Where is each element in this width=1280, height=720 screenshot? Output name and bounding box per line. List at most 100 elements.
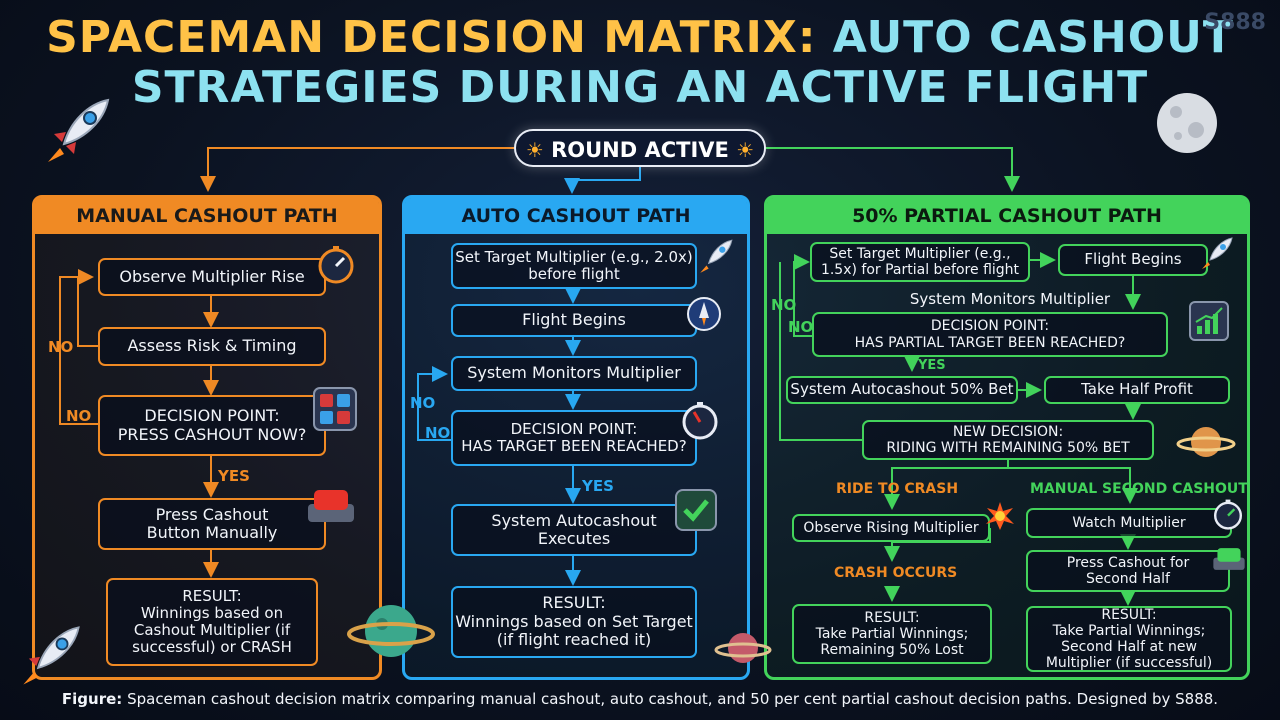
partial-flight-begins-box: Flight Begins (1058, 244, 1208, 276)
press-second-half-line1: Press Cashout for (1066, 554, 1190, 571)
partial-no-label-1: NO (771, 296, 797, 314)
red-button-icon (308, 490, 354, 522)
auto-flight-begins-text: Flight Begins (522, 310, 626, 330)
partial-result-crash-line3: Remaining 50% Lost (820, 642, 964, 659)
auto-yes-label: YES (582, 477, 614, 495)
manual-panel-title: MANUAL CASHOUT PATH (35, 198, 379, 234)
partial-result-manual-line4: Multiplier (if successful) (1045, 655, 1213, 672)
manual-decision-line1: DECISION POINT: (144, 406, 280, 426)
press-cashout-line2: Button Manually (146, 523, 278, 542)
title-part-2: AUTO CASHOUT (832, 12, 1234, 63)
manual-decision-line2: PRESS CASHOUT NOW? (117, 424, 307, 444)
new-decision-box: NEW DECISION: RIDING WITH REMAINING 50% … (862, 420, 1154, 460)
partial-panel-title: 50% PARTIAL CASHOUT PATH (767, 198, 1247, 234)
auto-decision-line1: DECISION POINT: (510, 419, 638, 438)
manual-no-label-1: NO (48, 338, 74, 356)
observe-rising-text: Observe Rising Multiplier (803, 519, 979, 536)
partial-no-label-2: NO (788, 318, 814, 336)
auto-no-label-1: NO (410, 394, 436, 412)
partial-result-crash-box: RESULT: Take Partial Winnings; Remaining… (792, 604, 992, 664)
observe-multiplier-box: Observe Multiplier Rise (98, 258, 326, 296)
manual-decision-box: DECISION POINT: PRESS CASHOUT NOW? (98, 395, 326, 456)
partial-monitor-text: System Monitors Multiplier (909, 290, 1111, 308)
partial-result-crash-line2: Take Partial Winnings; (815, 625, 969, 642)
new-decision-line1: NEW DECISION: (952, 423, 1064, 440)
partial-result-manual-line1: RESULT: (1101, 606, 1157, 623)
observe-rising-box: Observe Rising Multiplier (792, 514, 990, 542)
title-part-1: SPACEMAN DECISION MATRIX: (46, 12, 817, 63)
auto-decision-box: DECISION POINT: HAS TARGET BEEN REACHED? (451, 410, 697, 466)
auto-executes-line2: Executes (537, 529, 611, 548)
press-second-half-box: Press Cashout for Second Half (1026, 550, 1230, 592)
partial-result-crash-line1: RESULT: (864, 609, 920, 626)
explosion-icon (986, 502, 1014, 530)
planet-icon (1176, 427, 1236, 457)
planet-icon (714, 633, 772, 663)
auto-monitor-box: System Monitors Multiplier (451, 356, 697, 391)
manual-result-line4: successful) or CRASH (132, 638, 292, 657)
watch-multiplier-text: Watch Multiplier (1072, 514, 1186, 531)
sun-icon: ☀ (736, 138, 755, 162)
moon-icon (1157, 93, 1217, 153)
caption-prefix: Figure: (61, 690, 123, 708)
partial-result-manual-line2: Take Partial Winnings; (1052, 622, 1206, 639)
manual-result-line3: Cashout Multiplier (if (133, 621, 291, 639)
partial-decision-line2: HAS PARTIAL TARGET BEEN REACHED? (854, 334, 1126, 351)
assess-risk-box: Assess Risk & Timing (98, 327, 326, 366)
press-cashout-line1: Press Cashout (155, 504, 269, 524)
manual-no-label-2: NO (66, 407, 92, 425)
auto-set-target-line1: Set Target Multiplier (e.g., 2.0x) (455, 247, 693, 266)
partial-set-target-line2: 1.5x) for Partial before flight (820, 262, 1020, 278)
title-line-1: SPACEMAN DECISION MATRIX: AUTO CASHOUT (0, 14, 1280, 62)
auto-result-box: RESULT: Winnings based on Set Target (if… (451, 586, 697, 658)
auto-decision-line2: HAS TARGET BEEN REACHED? (461, 437, 687, 455)
control-panel-icon (313, 387, 357, 431)
auto-no-label-2: NO (425, 424, 451, 442)
rocket-icon (1202, 237, 1233, 269)
stopwatch-icon (682, 402, 718, 440)
auto-executes-line1: System Autocashout (491, 510, 657, 530)
watch-multiplier-box: Watch Multiplier (1026, 508, 1232, 538)
green-button-icon (1213, 548, 1245, 570)
manual-result-box: RESULT: Winnings based on Cashout Multip… (106, 578, 318, 666)
auto-result-line2: Winnings based on Set Target (455, 611, 693, 631)
partial-set-target-line1: Set Target Multiplier (e.g., (829, 245, 1011, 262)
manual-result-line2: Winnings based on (140, 603, 284, 622)
growth-chart-icon (1189, 301, 1229, 341)
planet-icon (347, 605, 435, 657)
sun-icon: ☀ (525, 138, 544, 162)
partial-set-target-box: Set Target Multiplier (e.g., 1.5x) for P… (810, 242, 1030, 282)
rocket-icon (48, 98, 110, 162)
auto-panel-title: AUTO CASHOUT PATH (405, 198, 747, 234)
round-active-badge: ☀ ROUND ACTIVE ☀ (514, 129, 766, 167)
press-cashout-box: Press Cashout Button Manually (98, 498, 326, 550)
partial-decision-line1: DECISION POINT: (930, 318, 1050, 335)
checkmark-icon (675, 489, 717, 531)
auto-flight-begins-box: Flight Begins (451, 304, 697, 337)
take-half-profit-text: Take Half Profit (1081, 380, 1193, 399)
take-half-profit-box: Take Half Profit (1044, 376, 1230, 404)
auto-set-target-line2: before flight (528, 265, 620, 283)
rocket-icon (23, 626, 80, 685)
round-active-label: ROUND ACTIVE (551, 138, 729, 162)
rocket-badge-icon (687, 297, 721, 331)
rocket-icon (700, 239, 733, 273)
auto-monitor-text: System Monitors Multiplier (467, 363, 681, 383)
new-decision-line2: RIDING WITH REMAINING 50% BET (886, 440, 1130, 456)
partial-result-manual-box: RESULT: Take Partial Winnings; Second Ha… (1026, 606, 1232, 672)
partial-result-manual-line3: Second Half at new (1061, 639, 1197, 655)
title-line-2: STRATEGIES DURING AN ACTIVE FLIGHT (131, 62, 1149, 113)
partial-autocashout-text: System Autocashout 50% Bet (790, 380, 1014, 399)
auto-result-line1: RESULT: (542, 593, 606, 613)
observe-multiplier-text: Observe Multiplier Rise (119, 266, 305, 286)
caption-text: Spaceman cashout decision matrix compari… (127, 690, 1219, 708)
partial-autocashout-box: System Autocashout 50% Bet (786, 376, 1018, 404)
stopwatch-icon (1214, 499, 1242, 530)
auto-result-line3: (if flight reached it) (496, 630, 652, 650)
press-second-half-line2: Second Half (1086, 571, 1170, 587)
partial-decision-box: DECISION POINT: HAS PARTIAL TARGET BEEN … (812, 312, 1168, 357)
figure-caption: Figure: Spaceman cashout decision matrix… (0, 690, 1280, 708)
assess-risk-text: Assess Risk & Timing (127, 336, 297, 356)
